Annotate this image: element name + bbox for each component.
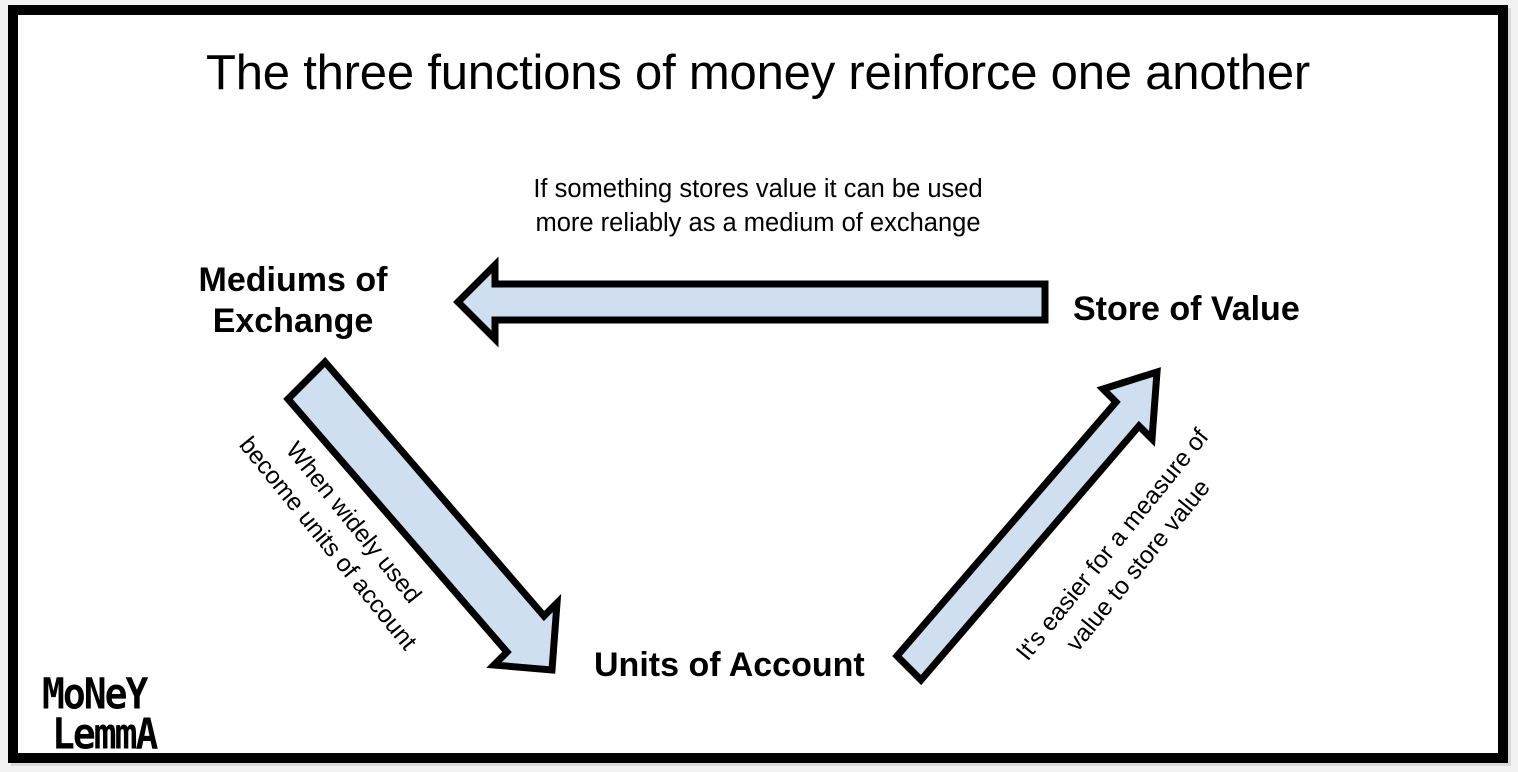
money-lemma-logo: MoNeY LemmA bbox=[42, 669, 272, 755]
node-store-of-value: Store of Value bbox=[1073, 290, 1300, 328]
node-units-of-account: Units of Account bbox=[594, 646, 865, 684]
page-title: The three functions of money reinforce o… bbox=[205, 46, 1311, 100]
edge-label-store-to-mediums: If something stores value it can be used… bbox=[533, 175, 983, 237]
slide-frame: The three functions of money reinforce o… bbox=[8, 5, 1508, 763]
edge-label-mediums-to-units: When widely used become units of account bbox=[233, 431, 427, 656]
logo-line-lemma: LemmA bbox=[52, 709, 158, 759]
slide-canvas: The three functions of money reinforce o… bbox=[18, 15, 1498, 755]
node-mediums-of-exchange: Mediums of Exchange bbox=[198, 261, 388, 341]
logo-line-money: MoNeY bbox=[42, 669, 148, 719]
arrow-store-to-mediums bbox=[453, 256, 1049, 348]
edge-label-units-to-store: It's easier for a measure of value to st… bbox=[1011, 423, 1216, 666]
